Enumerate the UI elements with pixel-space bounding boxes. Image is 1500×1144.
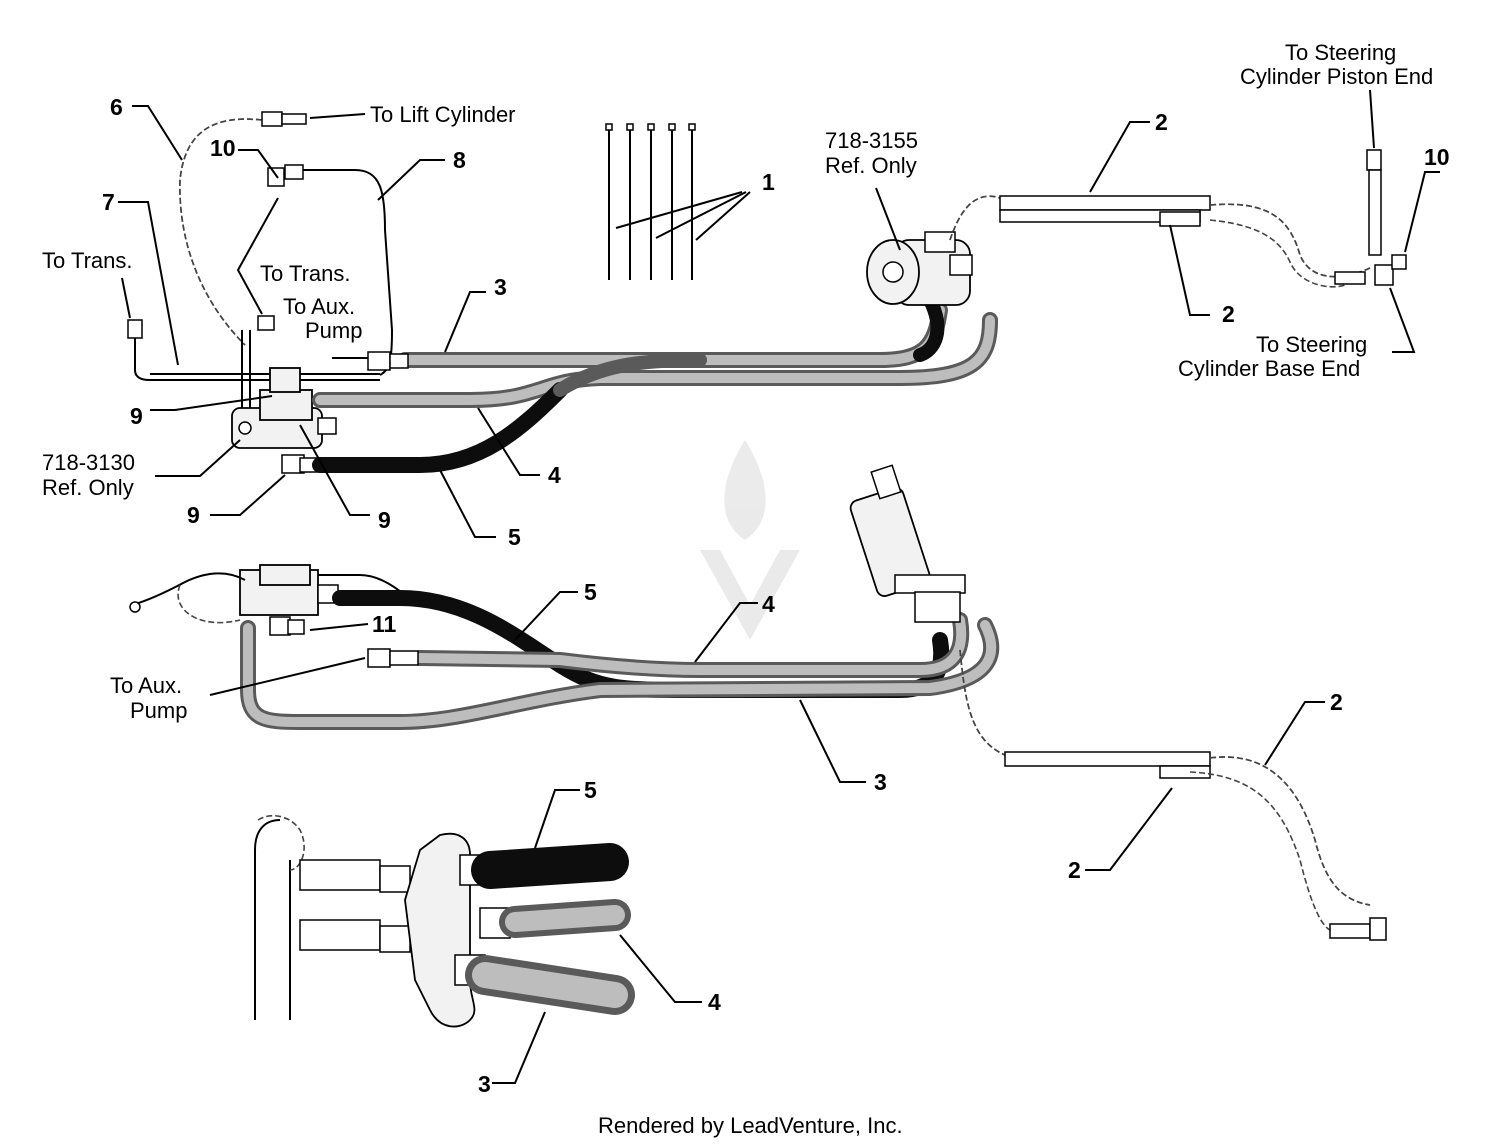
label-to-aux-pump-bottom-2: Pump — [130, 698, 187, 723]
callout-3-detail: 3 — [478, 1071, 491, 1097]
callout-10-right: 10 — [1424, 144, 1450, 170]
callout-2-mid-lower: 2 — [1068, 857, 1081, 883]
callout-9-b: 9 — [187, 502, 200, 528]
callout-3-top: 3 — [494, 274, 507, 300]
zip-ties — [605, 123, 696, 280]
callout-2-mid: 2 — [1330, 689, 1343, 715]
label-to-steer-piston-2: Cylinder Piston End — [1240, 64, 1433, 89]
top-leader-lines — [118, 89, 1440, 538]
label-to-trans-mid: To Trans. — [260, 261, 350, 286]
middle-leader-lines — [209, 591, 1325, 871]
watermark-logo — [700, 440, 800, 640]
label-to-steer-base-2: Cylinder Base End — [1178, 356, 1360, 381]
steering-unit-718-3155 — [866, 231, 973, 306]
bottom-leader-lines — [492, 789, 702, 1084]
label-to-aux-pump-top-1: To Aux. — [283, 294, 355, 319]
callout-2-top-lower: 2 — [1222, 301, 1235, 327]
middle-assembly — [129, 464, 1387, 941]
label-to-lift-cylinder: To Lift Cylinder — [370, 102, 516, 127]
tube-7 — [134, 335, 380, 381]
label-to-steer-piston-1: To Steering — [1285, 40, 1396, 65]
top-assembly — [127, 111, 1407, 474]
label-ref-3130-1: 718-3130 — [42, 450, 135, 475]
callout-6: 6 — [110, 94, 123, 120]
footer-credit: Rendered by LeadVenture, Inc. — [598, 1113, 903, 1138]
callout-9-a: 9 — [130, 403, 143, 429]
callout-5-detail: 5 — [584, 777, 597, 803]
valve-718-3130 — [231, 367, 337, 474]
callout-3-mid: 3 — [874, 769, 887, 795]
callout-4-mid: 4 — [762, 591, 775, 617]
label-ref-3155-1: 718-3155 — [825, 128, 918, 153]
callout-8: 8 — [453, 147, 466, 173]
callout-5-mid: 5 — [584, 579, 597, 605]
text-labels: To Lift Cylinder To Trans. To Trans. To … — [42, 40, 1433, 723]
label-ref-3130-2: Ref. Only — [42, 475, 134, 500]
label-to-aux-pump-top-2: Pump — [305, 318, 362, 343]
callout-7: 7 — [102, 189, 115, 215]
callout-4-top: 4 — [548, 462, 561, 488]
hose-2-top-spiral-a — [949, 195, 1001, 241]
bottom-detail — [254, 814, 635, 1028]
callout-10-left: 10 — [210, 135, 236, 161]
label-to-trans-left: To Trans. — [42, 248, 132, 273]
hose-5-top — [312, 382, 568, 473]
hose-5-detail — [471, 843, 629, 889]
label-to-aux-pump-bottom-1: To Aux. — [110, 673, 182, 698]
label-to-steer-base-1: To Steering — [1256, 332, 1367, 357]
callout-2-top: 2 — [1155, 109, 1168, 135]
valve-bottom — [129, 564, 411, 636]
callout-11: 11 — [372, 611, 397, 637]
hose-3-top — [397, 302, 948, 368]
callout-numbers: 1 2 2 2 2 3 3 3 4 4 4 5 5 5 6 7 8 9 9 9 … — [102, 94, 1450, 1097]
callout-4-detail: 4 — [708, 989, 721, 1015]
label-ref-3155-2: Ref. Only — [825, 153, 917, 178]
steering-unit-bottom — [849, 464, 966, 623]
callout-5-top: 5 — [508, 524, 521, 550]
callout-9-c: 9 — [378, 507, 391, 533]
callout-1: 1 — [762, 169, 775, 195]
